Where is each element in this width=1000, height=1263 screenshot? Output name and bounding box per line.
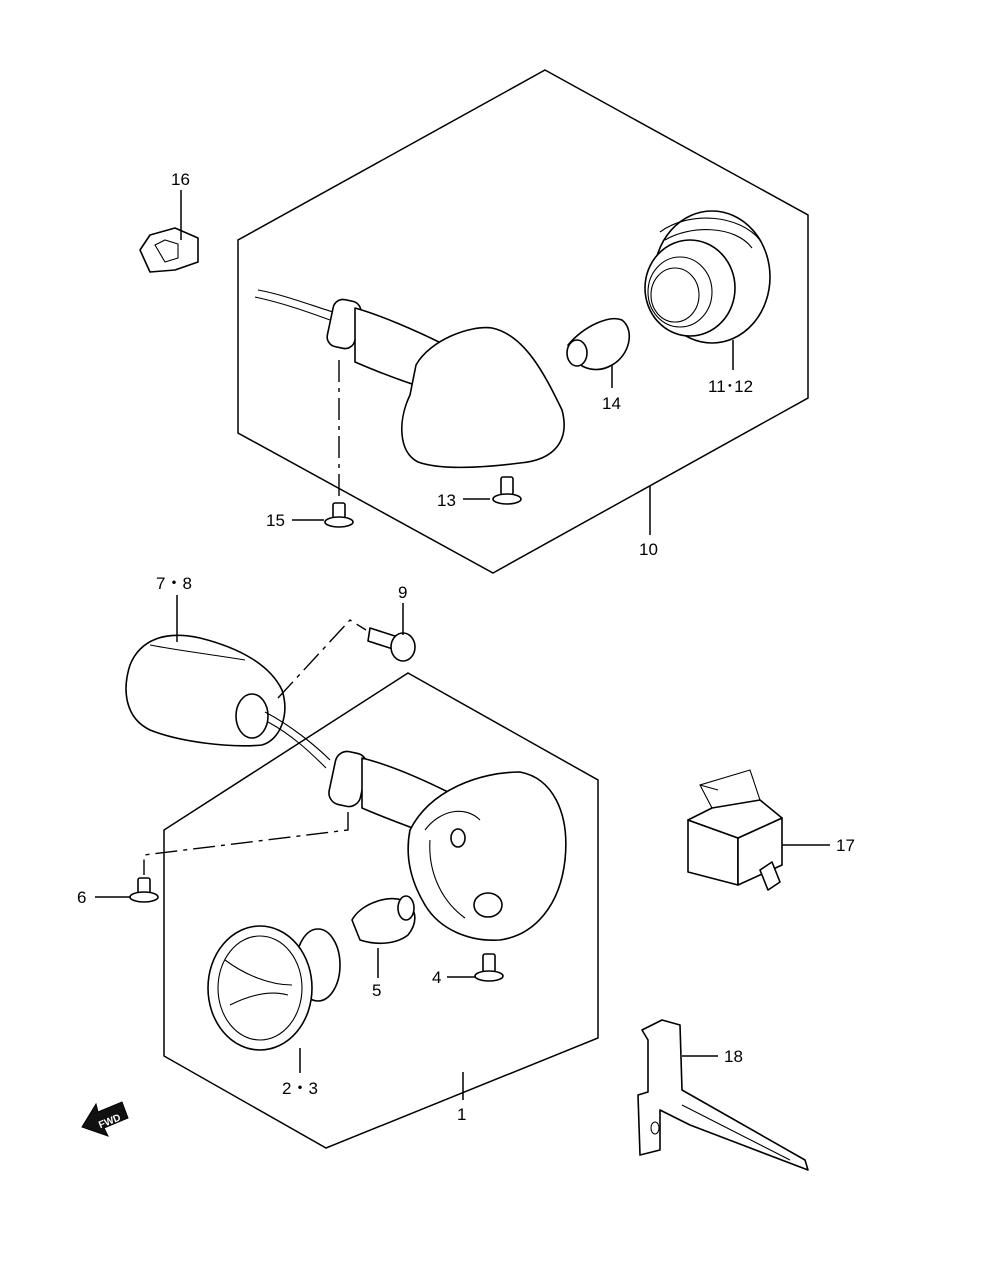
screw-6 xyxy=(129,877,159,903)
bulb-14 xyxy=(566,318,631,371)
bolt-9 xyxy=(367,627,416,662)
screw-13 xyxy=(492,476,522,505)
upper-turn-signal-body xyxy=(254,289,565,469)
label-14: 14 xyxy=(602,394,621,413)
label-2-3: 2・3 xyxy=(282,1079,318,1098)
lens-2-3 xyxy=(207,925,341,1051)
label-18: 18 xyxy=(724,1047,743,1066)
screw-4 xyxy=(474,953,504,982)
label-16: 16 xyxy=(171,170,190,189)
bracket-7-8 xyxy=(125,634,286,747)
label-15: 15 xyxy=(266,511,285,530)
label-10: 10 xyxy=(639,540,658,559)
bulb-5 xyxy=(351,895,416,945)
clip-16 xyxy=(139,227,199,273)
label-5: 5 xyxy=(372,981,381,1000)
fwd-arrow-icon xyxy=(81,1101,129,1137)
label-11-12: 11･12 xyxy=(708,377,753,396)
label-13: 13 xyxy=(437,491,456,510)
relay-17 xyxy=(687,769,783,891)
label-1: 1 xyxy=(457,1105,466,1124)
stay-18 xyxy=(637,1019,809,1171)
lower-housing xyxy=(407,771,567,941)
screw-15 xyxy=(324,502,354,528)
assembly-frame-1 xyxy=(163,672,599,1149)
label-9: 9 xyxy=(398,583,407,602)
label-7-8: 7・8 xyxy=(156,574,192,593)
label-6: 6 xyxy=(77,888,86,907)
assembly-frame-10 xyxy=(237,69,809,574)
label-4: 4 xyxy=(432,968,441,987)
label-17: 17 xyxy=(836,836,855,855)
lens-11-12 xyxy=(644,210,771,344)
